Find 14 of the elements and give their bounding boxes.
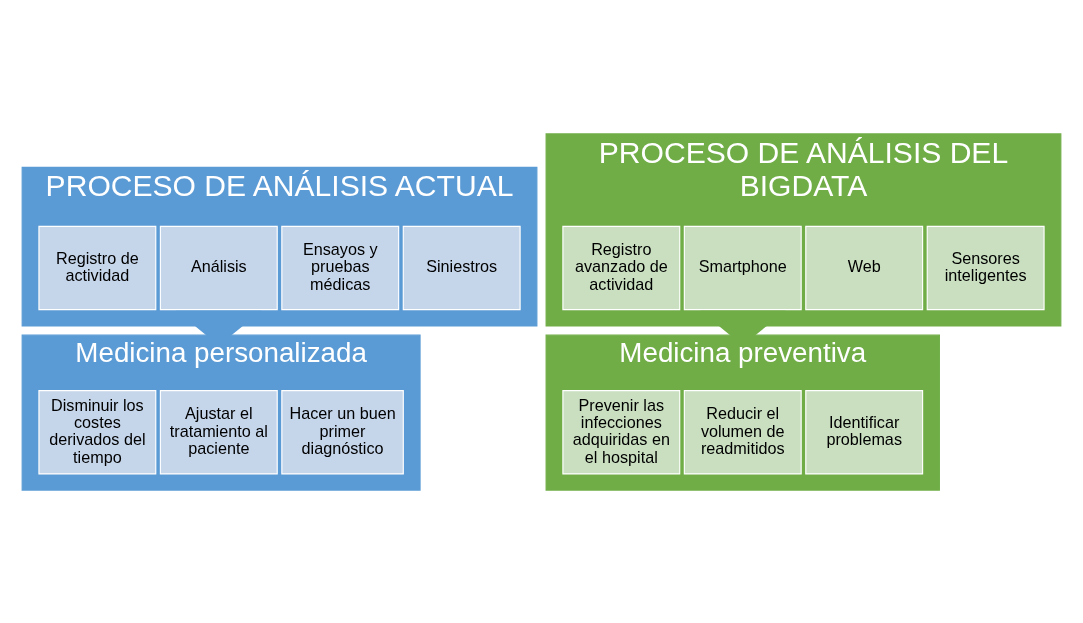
node-box: Registro avanzado de actividad: [562, 225, 681, 310]
node-box: Ensayos y pruebas médicas: [281, 225, 400, 310]
node-box: Registro de actividad: [38, 225, 157, 310]
node-box: Prevenir las infecciones adquiridas en el hospital: [562, 389, 681, 474]
node-box: Web: [805, 225, 924, 310]
node-box: Hacer un buen primer diagnóstico: [281, 389, 404, 474]
node-box: Identificar problemas: [805, 389, 924, 474]
node-box: Ajustar el tratamiento al paciente: [159, 389, 278, 474]
node-box: Siniestros: [402, 225, 521, 310]
node-box: Reducir el volumen de readmitidos: [683, 389, 802, 474]
node-box: Smartphone: [683, 225, 802, 310]
node-box: Análisis: [159, 225, 278, 310]
node-box: Sensores inteligentes: [926, 225, 1045, 310]
node-box: Disminuir los costes derivados del tiempo: [38, 389, 157, 474]
